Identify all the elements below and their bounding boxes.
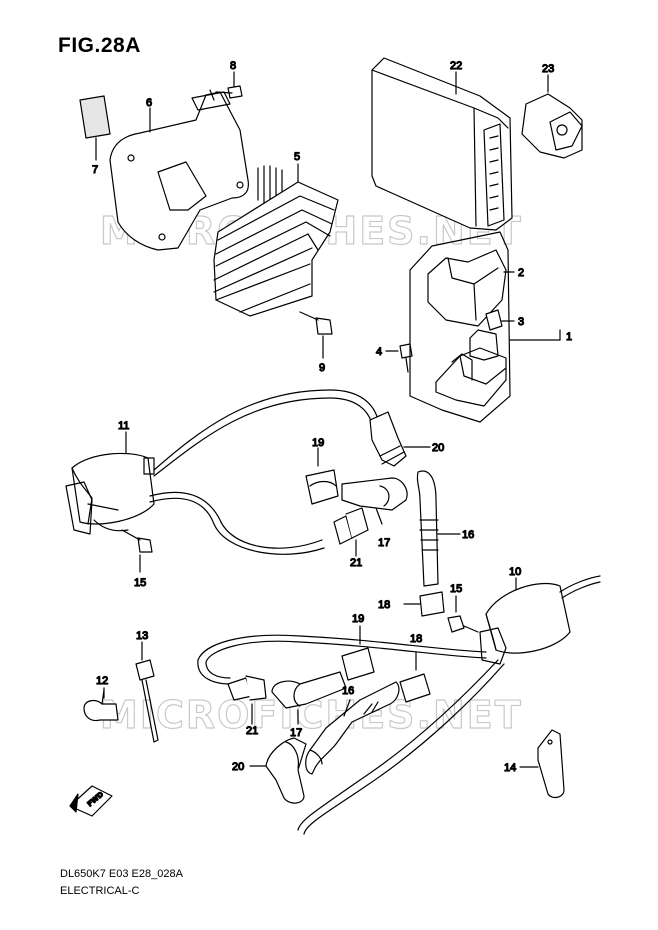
callout-17-front: 17 [290,727,302,739]
rear-ht-cables [149,389,379,555]
callout-labels: 1 2 3 4 5 6 7 8 9 10 11 12 13 14 15 15 1… [91,59,572,774]
part-11-ignition-coil [65,431,155,535]
callout-15-rear: 15 [134,577,146,589]
section-name: ELECTRICAL-C [60,885,140,897]
callout-20-front: 20 [232,761,244,773]
part-10-ignition-coil [479,575,601,665]
figure-title: FIG.28A [58,34,141,57]
callout-18-front: 18 [410,633,422,645]
callout-16-front: 16 [342,685,354,697]
callout-11: 11 [118,420,129,432]
callout-21-rear: 21 [350,557,362,569]
part-13-cable-tie [135,641,159,743]
callout-2: 2 [518,267,524,279]
callout-13: 13 [136,630,148,642]
part-6-bracket [109,91,249,251]
part-8-screw [209,71,243,101]
callout-22: 22 [450,60,462,72]
callout-19-front: 19 [352,613,364,625]
model-code: DL650K7 E03 E28_028A [60,868,183,880]
part-4-screw [385,343,413,373]
part-22-ecm [371,57,513,231]
part-14-strap [519,729,565,799]
callout-18-rear: 18 [378,599,390,611]
callout-20-rear: 20 [432,442,444,454]
part-21-grommet-rear [333,507,369,557]
part-19-boot-front [341,625,375,681]
callout-15-front: 15 [450,583,462,595]
relay-body [435,329,507,407]
part-15-bolt-rear [121,529,153,573]
part-3-fuse [485,309,515,331]
callout-3: 3 [518,316,524,328]
callout-12: 12 [96,675,108,687]
part-16-tube-rear [416,470,461,587]
front-ht-cables [197,634,505,835]
part-7-label-plate [79,95,111,161]
callout-14: 14 [504,762,516,774]
part-20-plug-cap-front [249,737,307,804]
callout-6: 6 [146,97,152,109]
part-5-regulator [213,163,339,317]
part-20-plug-cap-rear [369,411,431,467]
part-18-seal-rear [403,591,445,617]
part-23-connector [521,74,583,159]
part-17-elbow-front [271,671,347,725]
callout-1: 1 [566,331,572,343]
callout-17-rear: 17 [378,537,390,549]
callout-5: 5 [294,151,300,163]
part-21-grommet-front [227,675,267,725]
part-16-tube-front [305,681,400,775]
part-18-seal-front [399,651,431,703]
part-17-elbow-rear [341,477,408,525]
callout-10: 10 [509,566,521,578]
fwd-direction-marker: FWD [69,785,113,817]
part-15-bolt-front [447,595,479,633]
callout-8: 8 [230,60,236,72]
callout-7: 7 [92,164,98,176]
callout-4: 4 [376,346,382,358]
callout-16-rear: 16 [462,529,474,541]
callout-21-front: 21 [246,725,258,737]
part-9-bolt [299,311,333,359]
callout-19-rear: 19 [312,437,324,449]
part-2-relay-cover [427,249,515,327]
part-12-clamp [83,687,119,722]
callout-23: 23 [542,63,554,75]
callout-9: 9 [319,362,325,374]
part-19-boot-rear [305,447,339,505]
part-1-starter-relay [409,231,561,423]
